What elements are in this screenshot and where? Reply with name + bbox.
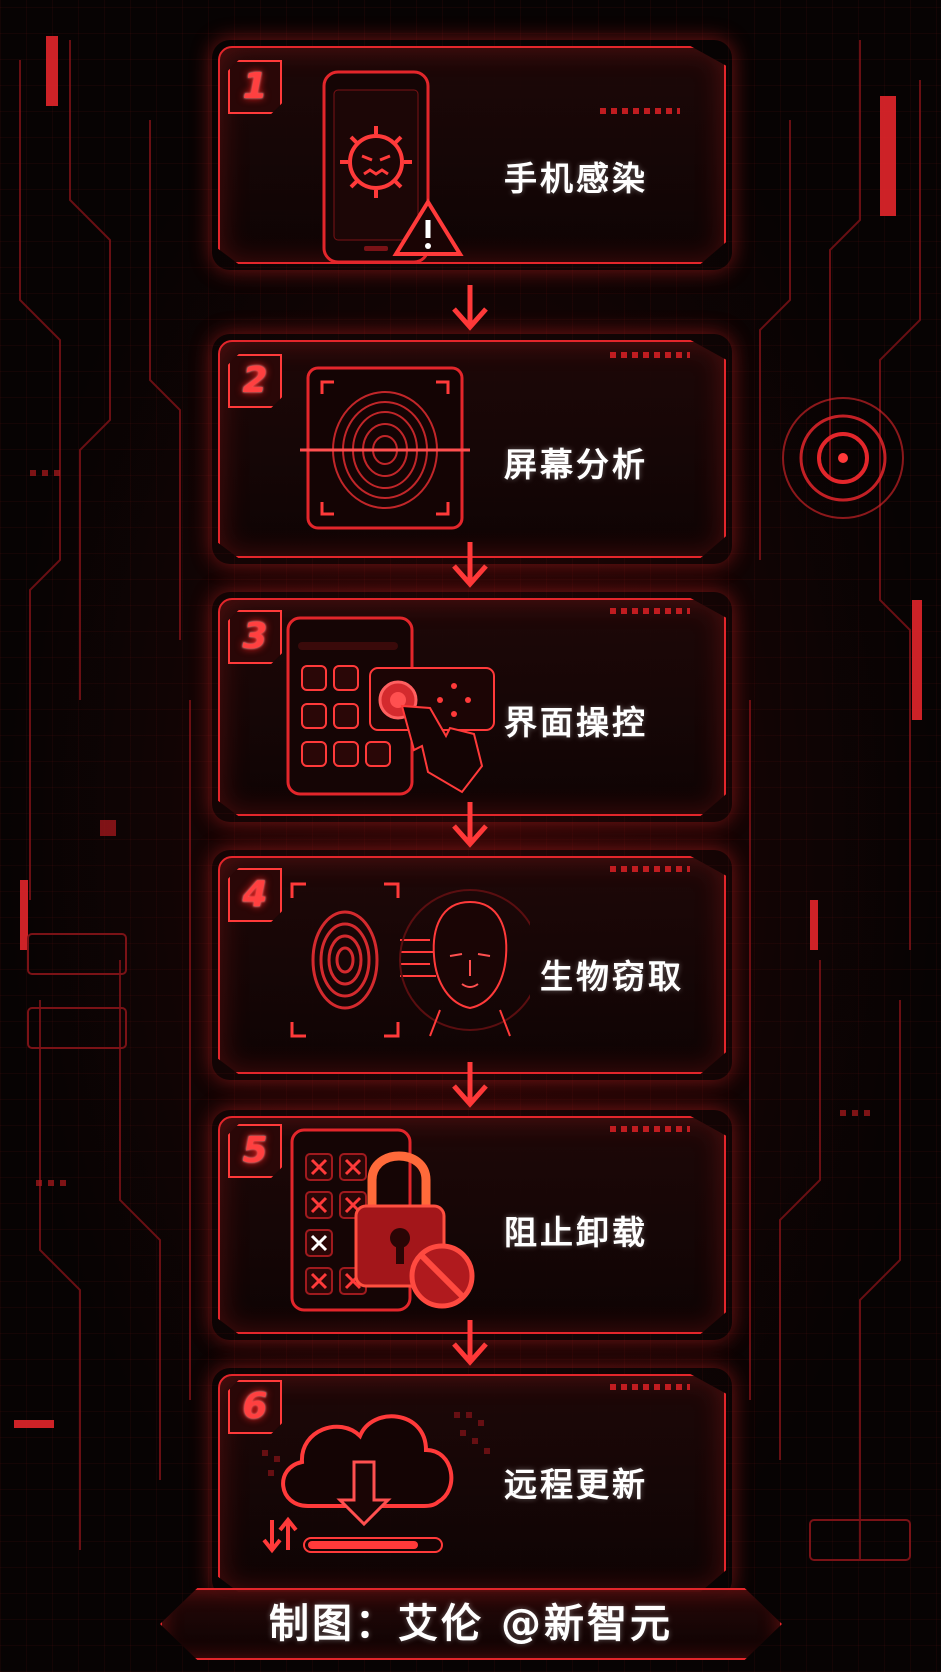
touch-control-icon xyxy=(286,616,495,796)
step-3-number: 3 xyxy=(228,610,282,664)
step-2-number: 2 xyxy=(228,354,282,408)
step-2-label: 屏幕分析 xyxy=(504,445,648,484)
step-1-label: 手机感染 xyxy=(504,159,648,198)
arrow-down-icon xyxy=(452,1320,488,1366)
arrow-down-icon xyxy=(452,802,488,848)
deco-dots xyxy=(610,608,690,614)
deco-dots xyxy=(610,1126,690,1132)
deco-dots xyxy=(610,352,690,358)
infected-phone-icon xyxy=(322,70,464,264)
deco-dots xyxy=(610,1384,690,1390)
step-5-number: 5 xyxy=(228,1124,282,1178)
cloud-download-icon xyxy=(262,1412,490,1554)
step-5-label: 阻止卸载 xyxy=(504,1213,648,1252)
step-6-label: 远程更新 xyxy=(504,1465,648,1504)
step-2-panel xyxy=(218,340,726,558)
deco-dots xyxy=(600,108,680,114)
fingerprint-scan-icon xyxy=(300,366,470,530)
step-6-number: 6 xyxy=(228,1380,282,1434)
footer-bar xyxy=(160,1588,782,1660)
step-4-label: 生物窃取 xyxy=(540,957,684,996)
biometric-theft-icon xyxy=(290,882,530,1038)
step-4-number: 4 xyxy=(228,868,282,922)
step-1-panel xyxy=(218,46,726,264)
step-3-label: 界面操控 xyxy=(504,703,648,742)
arrow-down-icon xyxy=(452,285,488,331)
footer-credit: 制图：艾伦 @新智元 xyxy=(269,1601,673,1647)
step-6-panel xyxy=(218,1374,726,1592)
arrow-down-icon xyxy=(452,542,488,588)
step-1-number: 1 xyxy=(228,60,282,114)
arrow-down-icon xyxy=(452,1062,488,1108)
deco-dots xyxy=(610,866,690,872)
lock-block-icon xyxy=(290,1128,475,1312)
